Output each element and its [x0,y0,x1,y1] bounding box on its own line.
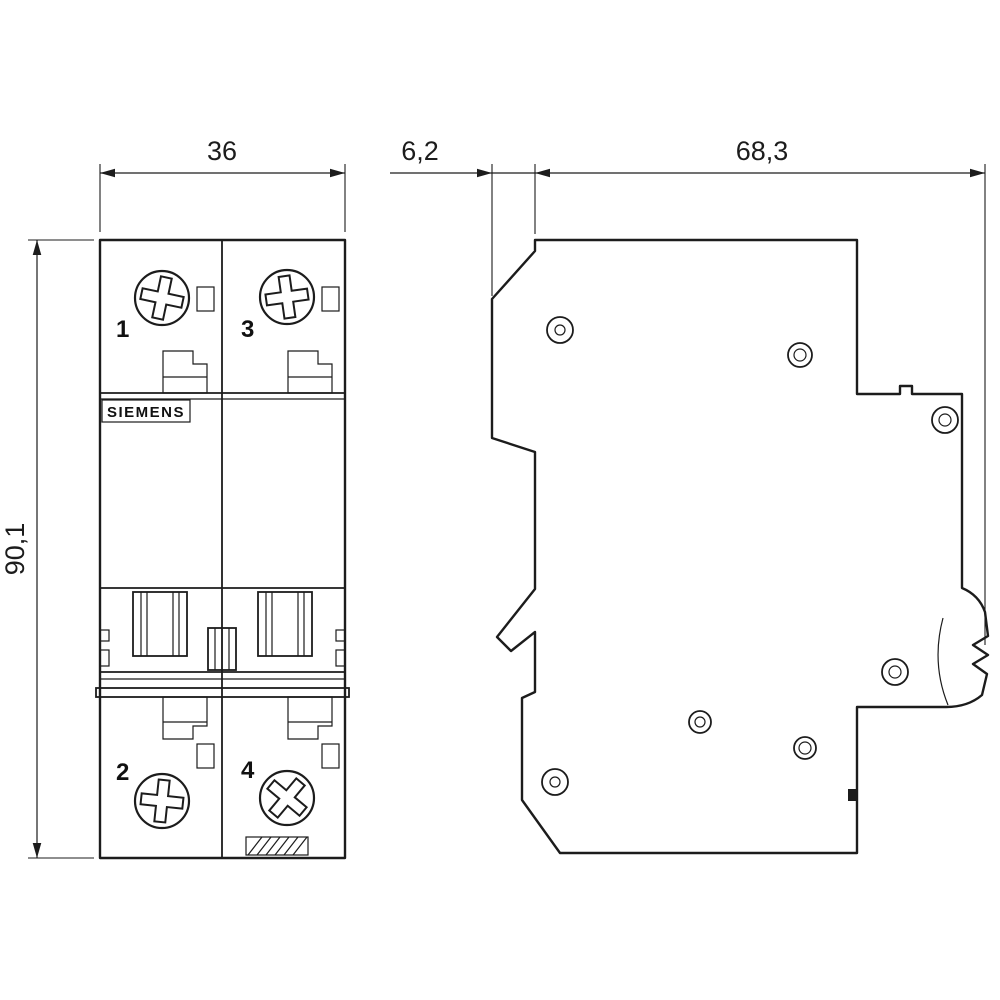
terminal-number-3: 3 [241,316,254,343]
dimension-depth-front-label: 6,2 [401,136,439,166]
rivet-6 [793,736,817,760]
dimension-depth-total: 68,3 [534,136,986,645]
brand-label: SIEMENS [107,404,185,421]
rivet-3 [931,406,959,434]
screw-terminal-2-icon [133,772,191,830]
dimension-width-label: 36 [207,136,237,166]
terminal-details-bottom [162,696,340,769]
screw-terminal-3-icon [258,268,316,326]
front-view: 1 3 2 4 SIEMENS [95,238,350,860]
toggle-handle-left [132,591,188,657]
rear-latch-detail [848,789,857,801]
toggle-handle-right [257,591,313,657]
side-view [490,238,990,855]
dimension-depth-total-label: 68,3 [736,136,789,166]
brand-plate: SIEMENS [101,399,191,423]
dimension-depth-front: 6,2 [390,136,535,296]
terminal-details-top [162,286,340,394]
edge-notches [99,629,346,667]
side-outline [490,238,990,855]
toggle-connector [207,627,237,671]
screw-terminal-1-icon [133,269,191,327]
rivet-7 [541,768,569,796]
vent-hatch [245,836,309,856]
dimension-width: 36 [99,136,346,232]
rivet-5 [688,710,712,734]
rivet-2 [787,342,813,368]
dimension-height-label: 90,1 [0,523,30,576]
rivet-4 [881,658,909,686]
screw-terminal-4-icon [258,769,316,827]
din-clip-inner [937,617,949,706]
terminal-number-2: 2 [116,759,129,786]
terminal-number-4: 4 [241,757,255,784]
terminal-number-1: 1 [116,316,129,343]
front-band [95,687,350,698]
dimension-height: 90,1 [0,239,94,859]
rivet-1 [546,316,574,344]
